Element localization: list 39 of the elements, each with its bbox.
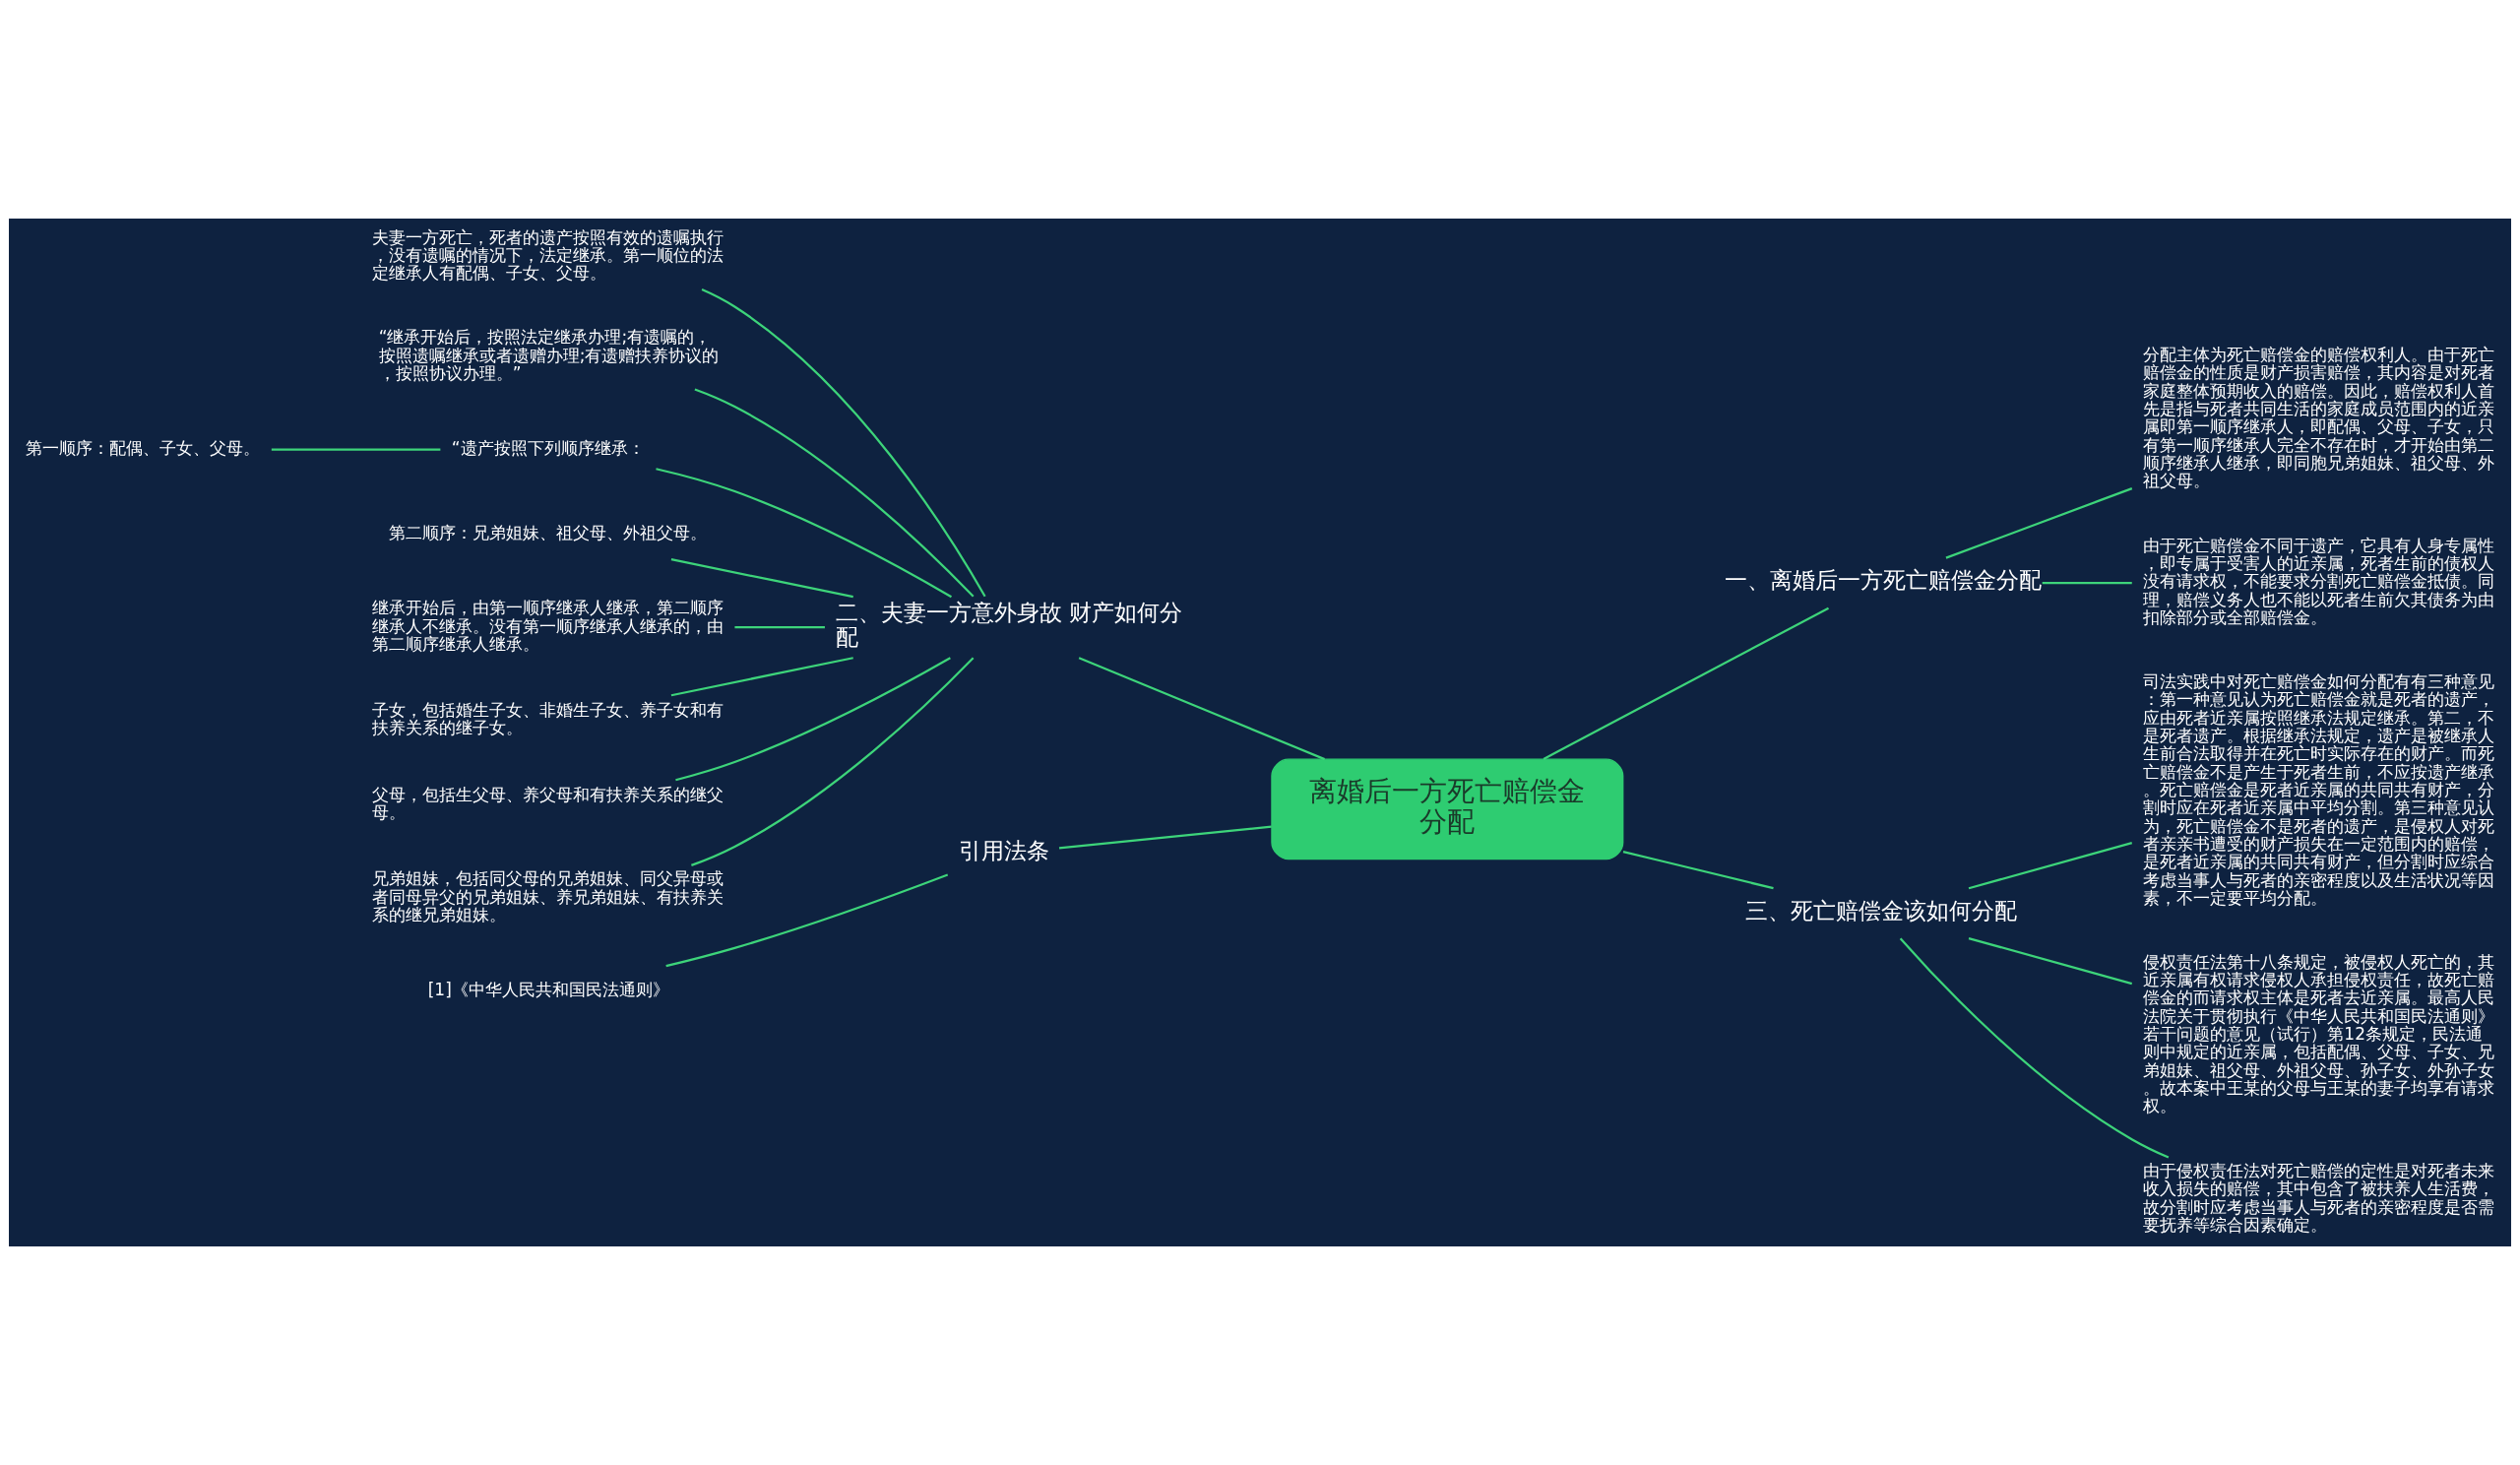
node-text: 分配主体为死亡赔偿金的赔偿权利人。由于死亡赔偿金的性质是财产损害赔偿，其内容是对死者家庭整体预期收入的赔偿。因此，赔偿权利人首先是指与死者共同生活的家庭成员范围内的近亲属即第一顺序继承人，即配偶、父母、子女，只有第一顺序继承人完全不存在时，才开始由第二顺序继承人继承，即同胞兄弟姐妹、祖父母、外祖父母。 — [2143, 344, 2495, 491]
node-text: 三、死亡赔偿金该如何分配 — [1745, 897, 2018, 924]
connector — [694, 388, 975, 598]
connector — [734, 626, 825, 629]
connector — [1945, 487, 2133, 559]
connector — [656, 468, 953, 599]
connector — [675, 657, 951, 782]
connector — [1899, 937, 2170, 1159]
node-text: 父母，包括生父母、养父母和有扶养关系的继父母。 — [372, 784, 724, 823]
node-text: [1]《中华人民共和国民法通则》 — [427, 979, 669, 999]
connector — [1543, 606, 1830, 760]
node-text: 夫妻一方死亡，死者的遗产按照有效的遗嘱执行，没有遗嘱的情况下，法定继承。第一顺位的法定继承人有配偶、子女、父母。 — [372, 226, 724, 284]
node-text: 子女，包括婚生子女、非婚生子女、养子女和有扶养关系的继子女。 — [372, 699, 724, 738]
connector — [670, 657, 853, 697]
node-text: 一、离婚后一方死亡赔偿金分配 — [1724, 567, 2042, 594]
connector — [1058, 825, 1272, 850]
node-text: 引用法条 — [959, 838, 1050, 864]
connector — [1078, 657, 1326, 761]
connector — [1968, 842, 2133, 890]
node-text: “遗产按照下列顺序继承： — [451, 438, 645, 459]
node-text: 二、夫妻一方意外身故 财产如何分配 — [836, 599, 1183, 651]
connector — [1968, 936, 2133, 986]
node-text: 第二顺序：兄弟姐妹、祖父母、外祖父母。 — [389, 523, 708, 543]
node-text: 司法实践中对死亡赔偿金如何分配有有三种意见：第一种意见认为死亡赔偿金就是死者的遗产，应由死者近亲属按照继承法规定继承。第二，不是死者遗产。根据继承法规定，遗产是被继承人生前合法取得并在死亡时实际存在的财产。而死亡赔偿金不是产生于死者生前，不应按遗产继承。死亡赔偿金是死者近亲属的共同共有财产，分割时应在死者近亲属中平均分割。第三种意见认为，死亡赔偿金不是死者的遗产，是侵权人对死者亲亲书遭受的财产损失在一定范围内的赔偿，是死者近亲属的共同共有财产，但分割时应综合考虑当事人与死者的亲密程度以及生活状况等因素，不一定要平均分配。 — [2143, 670, 2495, 908]
connector — [701, 288, 986, 598]
connector — [2042, 581, 2132, 585]
connector — [271, 448, 441, 451]
connector — [1622, 850, 1774, 890]
node-box: 离婚后一方死亡赔偿金分配 — [1271, 758, 1624, 860]
node-text: 由于死亡赔偿金不同于遗产，它具有人身专属性，即专属于受害人的近亲属，死者生前的债权人没有请求权，不能要求分割死亡赔偿金抵债。同理，赔偿义务人也不能以死者生前欠其债务为由扣除部分或全部赔偿金。 — [2143, 535, 2495, 628]
connector — [691, 657, 975, 866]
node-text: 第一顺序：配偶、子女、父母。 — [25, 438, 260, 459]
node-text: 由于侵权责任法对死亡赔偿的定性是对死者未来收入损失的赔偿，其中包含了被扶养人生活费，故分割时应考虑当事人与死者的亲密程度是否需要抚养等综合因素确定。 — [2143, 1160, 2495, 1235]
node-text: 继承开始后，由第一顺序继承人继承，第二顺序继承人不继承。没有第一顺序继承人继承的，由第二顺序继承人继承。 — [372, 598, 724, 654]
node-text: 侵权责任法第十八条规定，被侵权人死亡的，其近亲属有权请求侵权人承担侵权责任，故死亡赔偿金的而请求权主体是死者去近亲属。最高人民法院关于贯彻执行《中华人民共和国民法通则》若干问题的意见（试行）第12条规定，民法通则中规定的近亲属，包括配偶、父母、子女、兄弟姐妹、祖父母、外祖父母、孙子女、外孙子女。故本案中王某的父母与王某的妻子均享有请求权。 — [2143, 951, 2495, 1116]
node-text: “继承开始后，按照法定继承办理;有遗嘱的，按照遗嘱继承或者遗赠办理;有遗赠扶养协议的，按照协议办理。” — [378, 327, 720, 383]
node-text: 兄弟姐妹，包括同父母的兄弟姐妹、同父异母或者同母异父的兄弟姐妹、养兄弟姐妹、有扶养关系的继兄弟姐妹。 — [372, 868, 724, 924]
connector — [670, 558, 853, 599]
connector — [665, 873, 949, 968]
